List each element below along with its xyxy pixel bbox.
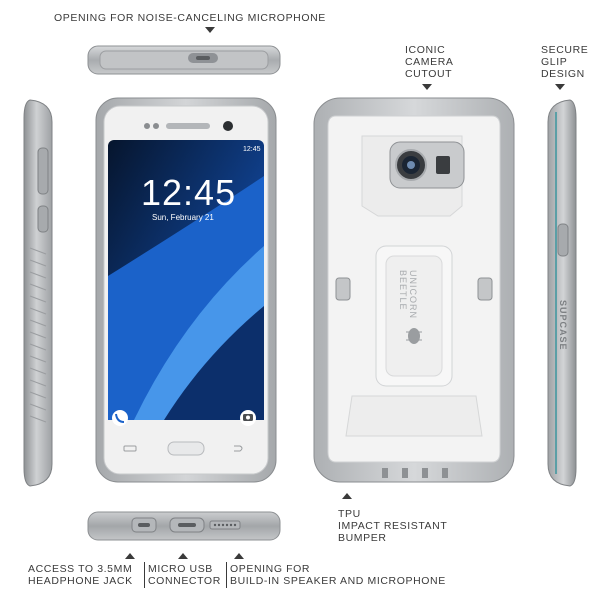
callout-usb-line2: CONNECTOR [148,575,221,587]
back-logo-line1: UNICORN [408,270,418,319]
callout-grip-line2: GLIP [541,56,568,68]
status-bar-time: 12:45 [243,146,261,153]
callout-bumper-line3: BUMPER [338,532,387,544]
case-left-side-view [23,99,53,487]
beetle-logo-icon [406,328,422,344]
case-front-view [95,97,277,483]
callout-camera-line2: CAMERA [405,56,454,68]
case-right-side-view [547,99,577,487]
callout-speaker-line1: OPENING FOR [230,563,311,575]
divider-usb-speaker [226,562,227,588]
pointer-camera [422,84,432,90]
callout-speaker-line2: BUILD-IN SPEAKER AND MICROPHONE [230,575,446,587]
side-brand-text: SUPCASE [558,300,568,351]
callout-camera-line3: CUTOUT [405,68,453,80]
pointer-usb [178,553,188,559]
pointer-grip [555,84,565,90]
speaker-grille-icon [209,520,241,530]
back-logo-text: UNICORN BEETLE [398,270,418,319]
home-button-icon [167,441,205,456]
callout-camera-line1: ICONIC [405,44,446,56]
pointer-jack [125,553,135,559]
callout-bumper-line1: TPU [338,508,361,520]
back-logo-line2: BEETLE [398,270,408,311]
phone-app-icon [112,410,128,426]
callout-usb-line1: MICRO USB [148,563,213,575]
callout-jack-line2: HEADPHONE JACK [28,575,133,587]
callout-bumper-line2: IMPACT RESISTANT [338,520,448,532]
case-top-edge-view [87,45,281,75]
callout-jack-line1: ACCESS TO 3.5MM [28,563,133,575]
callout-grip-line3: DESIGN [541,68,585,80]
pointer-top-microphone [205,27,215,33]
lockscreen-time: 12:45 [141,172,237,213]
lockscreen-date: Sun, February 21 [152,213,214,222]
callout-grip-line1: SECURE [541,44,589,56]
case-bottom-edge-view [87,511,281,541]
pointer-speaker [234,553,244,559]
case-back-view [313,97,515,483]
pointer-bumper [342,493,352,499]
callout-top-microphone: OPENING FOR NOISE-CANCELING MICROPHONE [54,12,326,24]
divider-jack-usb [144,562,145,588]
